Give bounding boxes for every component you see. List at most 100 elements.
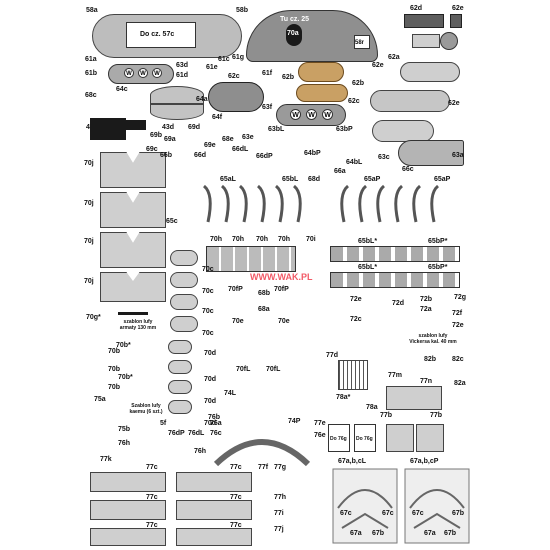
part-label: 77b bbox=[430, 412, 443, 419]
part-label: 74L bbox=[224, 390, 237, 397]
do76g-label: Do 76g bbox=[330, 436, 347, 442]
mount-70j bbox=[100, 232, 166, 268]
oval-70b bbox=[168, 380, 192, 394]
oar-w: W bbox=[138, 68, 148, 78]
wood-deck-62b-2 bbox=[296, 84, 348, 102]
barrel-template-label: szablon lufy armaty 130 mm bbox=[108, 319, 168, 331]
part-label: 76h bbox=[194, 448, 207, 455]
template-text: Vickersa kal. 40 mm bbox=[409, 338, 457, 345]
part-label: 58a bbox=[86, 7, 98, 14]
black-panel-43e bbox=[90, 118, 126, 140]
part-label: 70b bbox=[108, 384, 121, 391]
hull-63c bbox=[372, 120, 434, 142]
arc-strip-74 bbox=[213, 439, 311, 467]
part-label: 58b bbox=[236, 7, 249, 14]
part-label: 76dP bbox=[168, 430, 185, 437]
part-64d bbox=[440, 32, 458, 50]
panel-76g bbox=[328, 424, 350, 452]
part-label: 77e bbox=[314, 420, 326, 427]
part-label: 66a bbox=[334, 168, 346, 175]
part-label: 64c bbox=[116, 86, 128, 93]
part-label: 65bL* bbox=[358, 264, 378, 271]
part-label: 77m bbox=[388, 372, 403, 379]
part-label: 67a,b,cP bbox=[410, 458, 439, 465]
part-label: 70j bbox=[84, 238, 94, 245]
part-label: 77c bbox=[230, 522, 242, 529]
part-label: 70j bbox=[84, 200, 94, 207]
part-label: 72c bbox=[350, 316, 362, 323]
part-label: 62c bbox=[348, 98, 360, 105]
part-label: 77h bbox=[274, 494, 287, 501]
part-label: 61a bbox=[85, 56, 97, 63]
part-label: 70fL bbox=[236, 366, 251, 373]
part-label: 58r bbox=[355, 40, 365, 46]
part-label: 66dL bbox=[232, 146, 249, 153]
plate-77c bbox=[176, 528, 252, 546]
part-label: 5f bbox=[160, 420, 167, 427]
part-label: 68e bbox=[222, 136, 234, 143]
barrel-template-130 bbox=[118, 312, 148, 315]
part-label: 70c bbox=[202, 308, 214, 315]
part-label: 77b bbox=[380, 412, 393, 419]
panel-77b bbox=[386, 386, 442, 410]
part-label: 70c bbox=[202, 266, 214, 273]
part-label: 70fP bbox=[274, 286, 289, 293]
oar-w: W bbox=[290, 109, 301, 120]
part-label: 63e bbox=[242, 134, 254, 141]
part-label: 66c bbox=[402, 166, 414, 173]
part-label: 68a bbox=[258, 306, 270, 313]
part-label: 77i bbox=[274, 510, 284, 517]
part-label: 78a* bbox=[336, 394, 351, 401]
oval-70c bbox=[170, 272, 198, 288]
oval-70b bbox=[168, 400, 192, 414]
part-label: 76a bbox=[210, 420, 222, 427]
part-label: 77n bbox=[420, 378, 433, 385]
template-text: armaty 130 mm bbox=[119, 324, 157, 331]
part-label: 76e bbox=[314, 432, 326, 439]
oval-70b bbox=[168, 360, 192, 374]
part-label: 72e bbox=[452, 322, 464, 329]
panel-78 bbox=[386, 424, 414, 452]
template-text: Szablon lufy bbox=[131, 403, 161, 409]
part-label: 67b bbox=[372, 530, 385, 537]
do76g-label: Do 76g bbox=[356, 436, 373, 442]
part-label: 43d bbox=[162, 124, 175, 131]
part-label: 77c bbox=[230, 494, 242, 501]
part-label: 70a bbox=[287, 30, 299, 37]
part-label: 62e bbox=[372, 62, 384, 69]
part-label: 69c bbox=[146, 146, 158, 153]
arches-67-left bbox=[332, 468, 398, 544]
part-label: 65bL* bbox=[358, 238, 378, 245]
deck-block bbox=[354, 35, 370, 49]
rib-frames-row bbox=[202, 184, 440, 223]
part-label: 82c bbox=[452, 356, 464, 363]
part-label: 63f bbox=[262, 104, 273, 111]
part-label: 62d bbox=[410, 5, 423, 12]
part-label: 62c bbox=[228, 73, 240, 80]
part-label: 70g* bbox=[86, 314, 101, 321]
part-label: 67a,b,cL bbox=[338, 458, 367, 465]
oar-w: W bbox=[152, 68, 162, 78]
part-label: 72f bbox=[452, 310, 463, 317]
oval-70c bbox=[170, 316, 198, 332]
part-label: 76dL bbox=[188, 430, 205, 437]
part-label: 78a bbox=[366, 404, 378, 411]
part-label: 82a bbox=[454, 380, 466, 387]
oval-70c bbox=[170, 294, 198, 310]
part-label: 72e bbox=[350, 296, 362, 303]
part-label: 63d bbox=[176, 62, 189, 69]
part-label: 70i bbox=[306, 236, 316, 243]
part-label: 77g bbox=[274, 464, 287, 471]
part-label: 68c bbox=[85, 92, 97, 99]
part-label: 68d bbox=[308, 176, 321, 183]
part-label: 61f bbox=[262, 70, 273, 77]
part-label: 63bL bbox=[268, 126, 285, 133]
template-text: kaemu (6 szt.) bbox=[129, 408, 163, 415]
part-label: 70h bbox=[278, 236, 291, 243]
plate-77c bbox=[176, 500, 252, 520]
part-label: 70j bbox=[84, 160, 94, 167]
boat-deck-panel bbox=[126, 22, 196, 48]
template-text: szablon lufy bbox=[123, 319, 153, 325]
part-label: 76c bbox=[210, 430, 222, 437]
part-label: 70h bbox=[256, 236, 269, 243]
